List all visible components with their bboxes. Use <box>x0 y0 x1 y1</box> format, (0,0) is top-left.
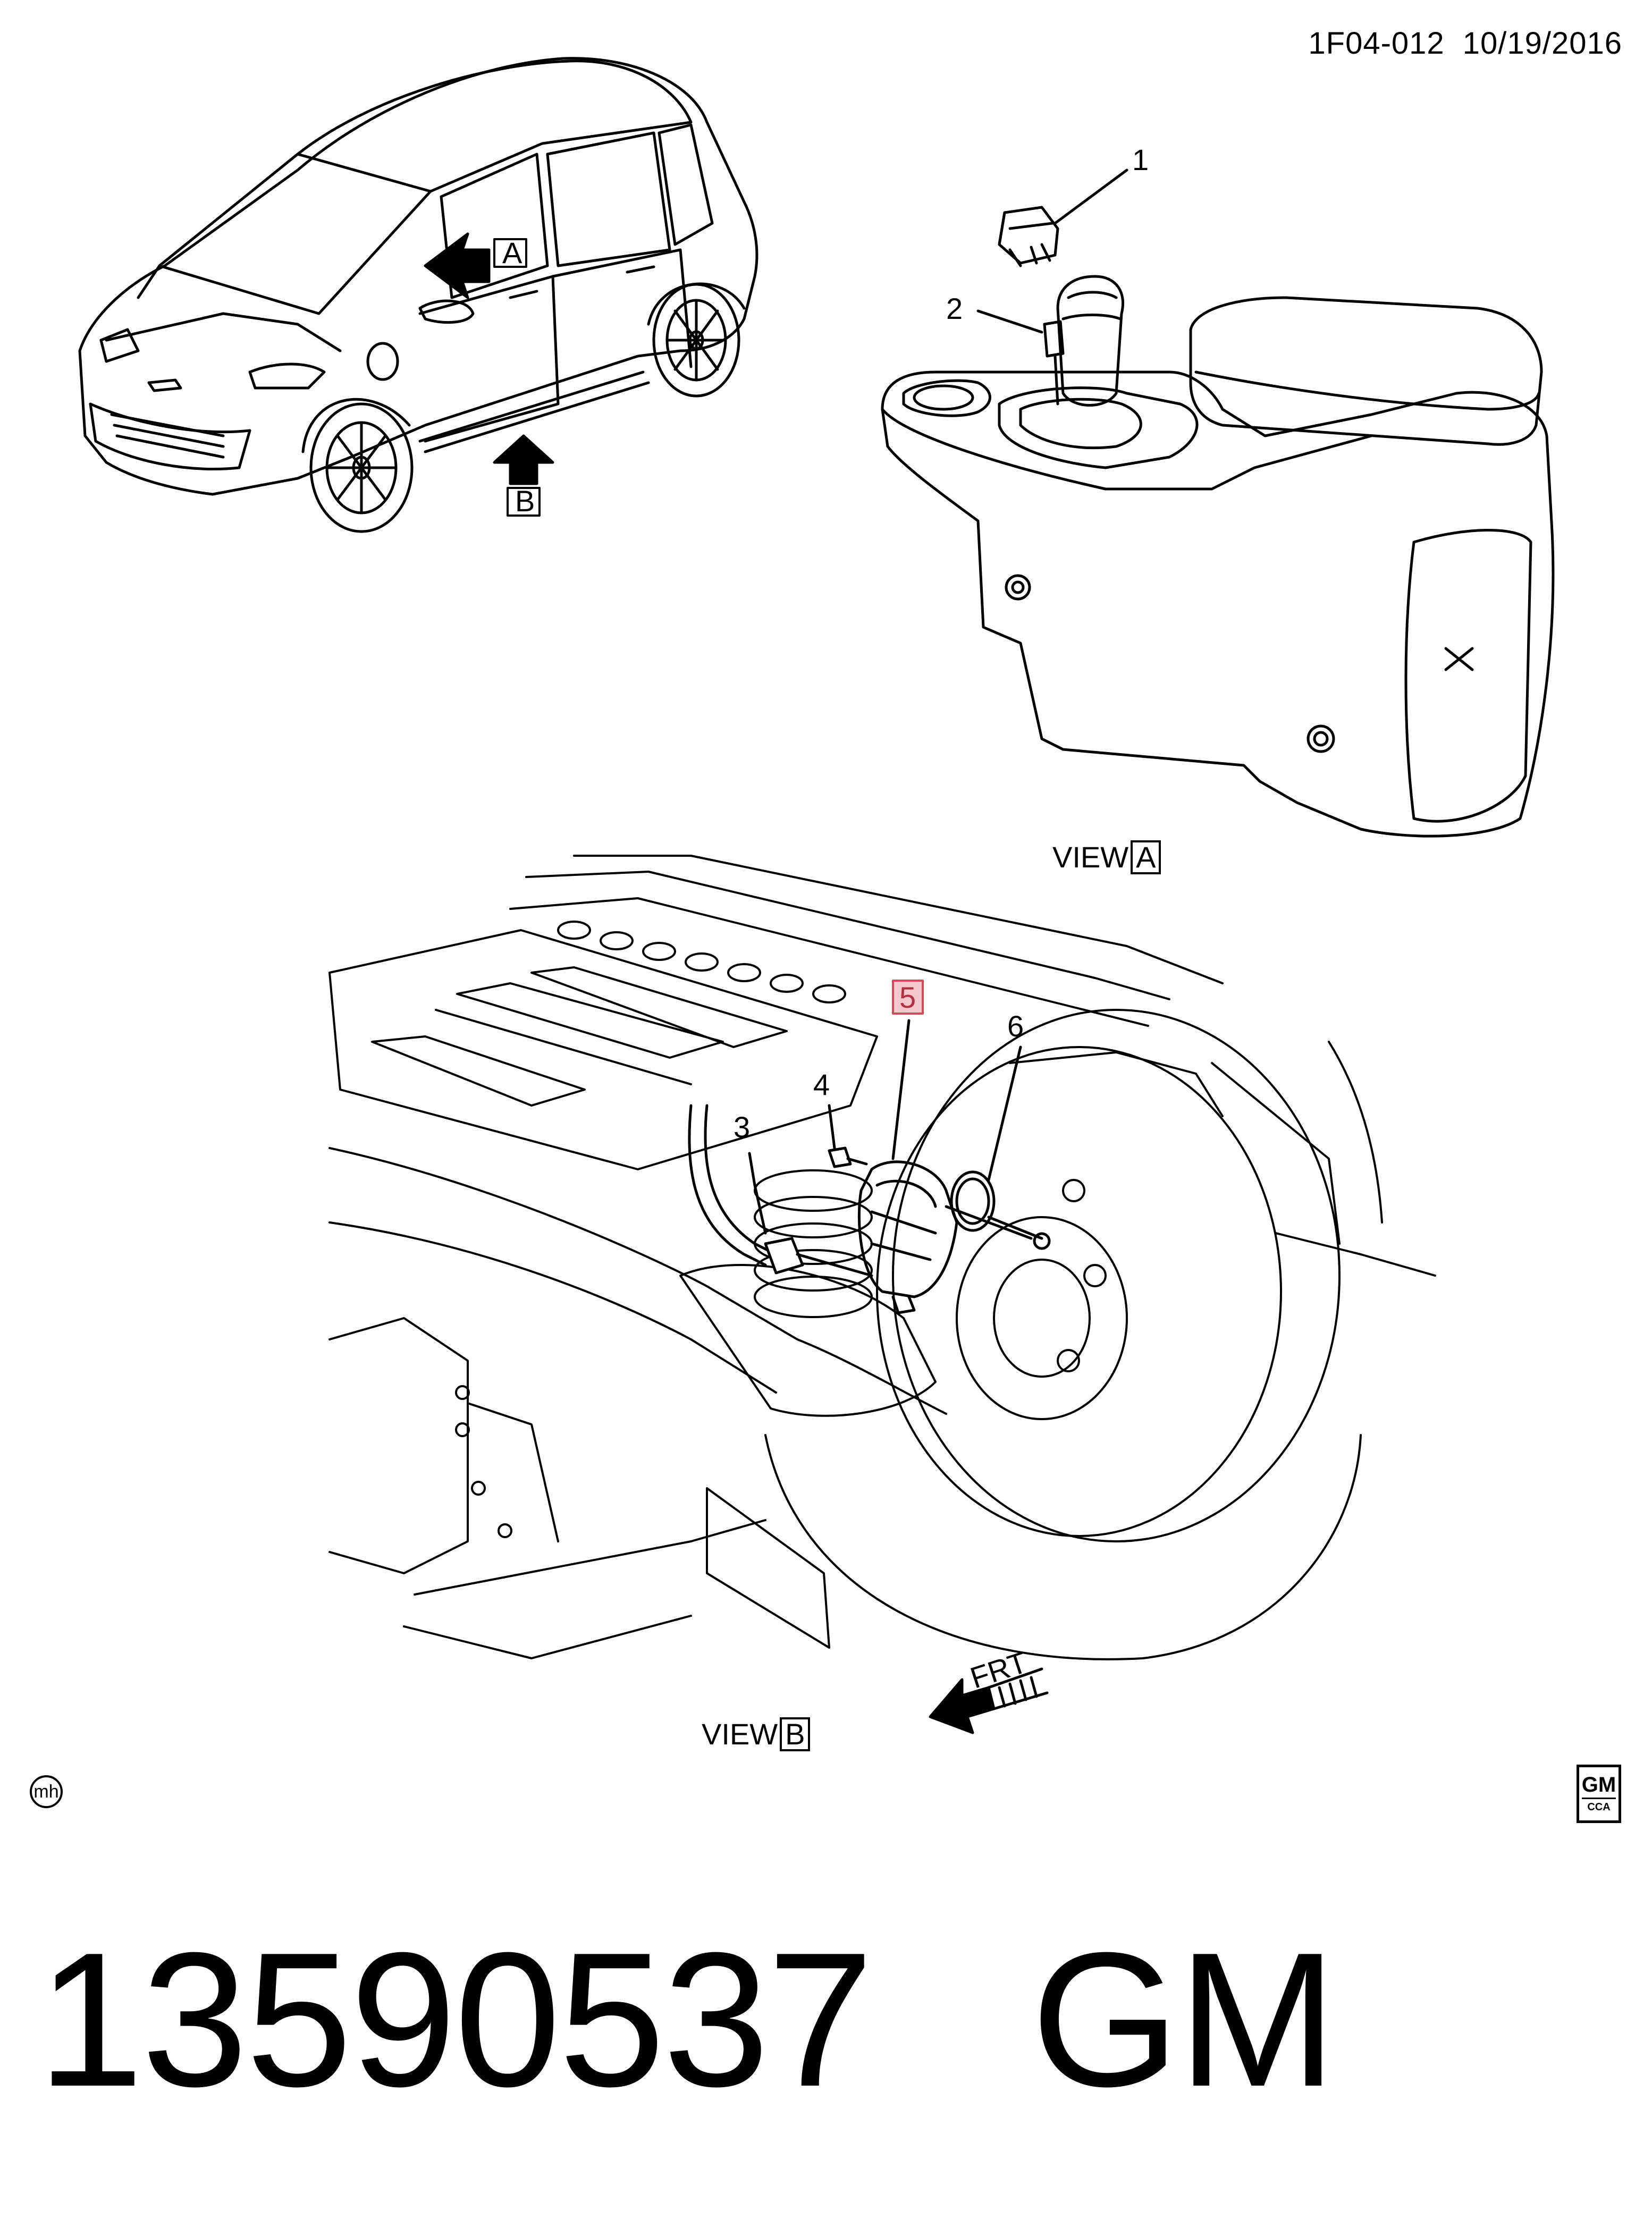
mh-logo: mh <box>30 1775 63 1808</box>
leader-line-1 <box>1053 168 1128 225</box>
callout-5: 5 <box>899 981 916 1014</box>
gm-logo-sub: CCA <box>1587 1801 1611 1813</box>
part-2-connector <box>1043 320 1065 406</box>
part-5-actuator <box>857 1160 1033 1314</box>
view-b-box: B <box>780 1717 811 1751</box>
drawing-header: 1F04-012 10/19/2016 <box>1308 26 1622 61</box>
view-b-arrow-icon <box>493 434 554 517</box>
part-number: 13590537 <box>37 1913 874 2127</box>
drawing-date: 10/19/2016 <box>1462 26 1622 61</box>
part-6-seal <box>950 1170 1051 1250</box>
gm-logo-text: GM <box>1581 1774 1616 1799</box>
leader-line-2 <box>976 309 1043 334</box>
part-1-switch <box>998 206 1059 267</box>
leader-line-5 <box>891 1019 911 1160</box>
callout-4: 4 <box>813 1068 830 1101</box>
leader-line-4 <box>828 1104 836 1150</box>
leader-line-6 <box>987 1045 1022 1182</box>
callout-2: 2 <box>946 292 963 325</box>
center-console-illustration <box>881 275 1555 838</box>
callout-6: 6 <box>1007 1009 1024 1043</box>
vehicle-overview <box>78 57 758 533</box>
gm-cca-logo: GM CCA <box>1577 1765 1621 1823</box>
view-a-word: VIEW <box>1052 840 1129 874</box>
callout-3: 3 <box>734 1110 750 1144</box>
parts-diagram: A B <box>78 57 1555 1734</box>
view-a-marker: A <box>502 236 522 269</box>
callout-1: 1 <box>1132 143 1149 176</box>
front-direction-icon <box>929 1667 1049 1734</box>
part-4-bolt <box>828 1146 868 1168</box>
view-b-word: VIEW <box>702 1717 778 1751</box>
view-a-arrow-icon <box>424 232 527 299</box>
leader-line-3 <box>748 1152 767 1235</box>
brand-name: GM <box>1031 1913 1337 2127</box>
view-b-marker: B <box>515 484 535 518</box>
part-3-hose <box>688 1104 873 1277</box>
mh-logo-text: mh <box>33 1781 59 1802</box>
callout-5-highlight <box>892 980 924 1015</box>
view-a-box: A <box>1131 840 1161 874</box>
underbody-illustration <box>328 855 1436 1660</box>
drawing-code: 1F04-012 <box>1308 26 1445 61</box>
